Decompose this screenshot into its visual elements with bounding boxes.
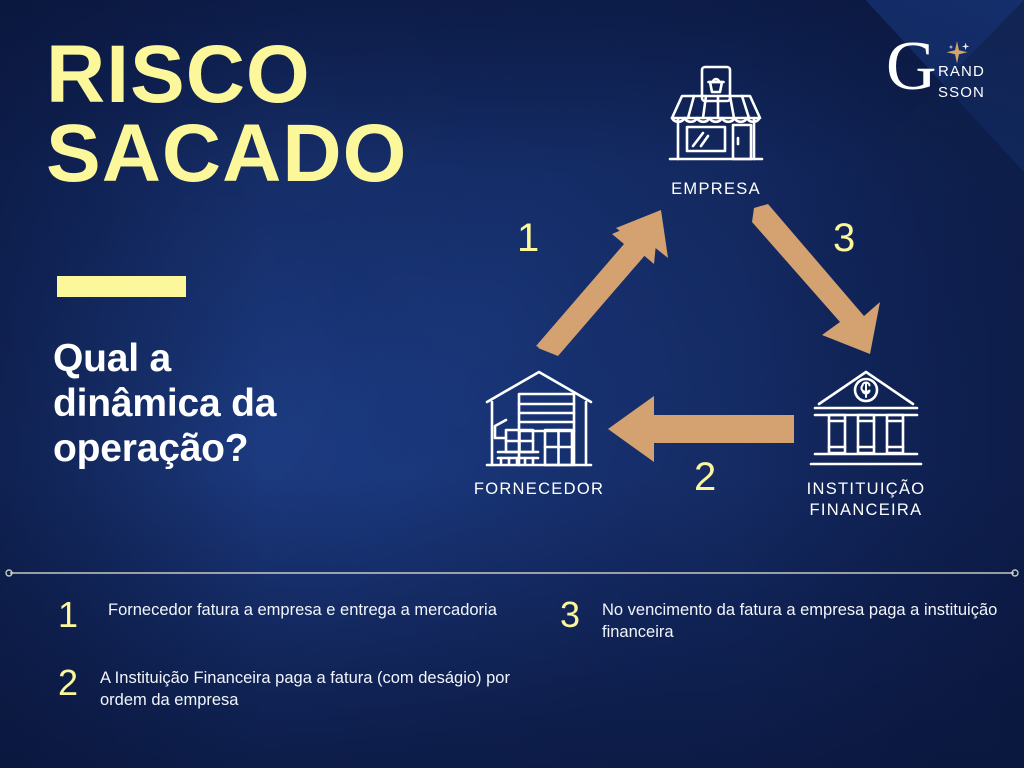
legend-item-3: 3 No vencimento da fatura a empresa paga… xyxy=(560,597,1000,644)
brand-logo: G RAND SSON xyxy=(886,32,1016,116)
logo-wordmark-line2: SSON xyxy=(938,83,985,101)
legend-text-2: A Instituição Financeira paga a fatura (… xyxy=(100,669,510,709)
legend-number-1: 1 xyxy=(58,594,79,635)
legend-item-1: 1 Fornecedor fatura a empresa e entrega … xyxy=(58,597,528,633)
diagram-node-fornecedor: FORNECEDOR xyxy=(444,368,634,500)
bank-icon xyxy=(809,370,923,466)
legend-text-3: No vencimento da fatura a empresa paga a… xyxy=(602,601,998,641)
section-divider xyxy=(0,563,1024,583)
logo-letter-g: G xyxy=(886,28,937,105)
page-subtitle: Qual a dinâmica da operação? xyxy=(53,336,383,472)
page-title-line2: SACADO xyxy=(46,107,408,199)
title-underline-bar xyxy=(57,276,186,297)
diagram-step-number-3: 3 xyxy=(833,216,856,260)
legend-number-2: 2 xyxy=(58,662,79,703)
diagram-node-empresa-label: EMPRESA xyxy=(671,180,761,198)
diagram-node-banco-label-line1: INSTITUIÇÃO xyxy=(806,480,926,498)
logo-wordmark-line1: RAND xyxy=(938,63,985,80)
diagram-node-banco-label-line2: FINANCEIRA xyxy=(809,501,923,520)
divider-line-icon xyxy=(5,569,1019,577)
storefront-icon xyxy=(668,65,764,161)
diagram-node-instituicao-financeira: INSTITUIÇÃO FINANCEIRA xyxy=(776,368,956,521)
diagram-node-empresa: EMPRESA xyxy=(636,62,796,200)
legend-text-1: Fornecedor fatura a empresa e entrega a … xyxy=(108,601,497,619)
logo-wordmark: RAND SSON xyxy=(938,62,985,103)
diagram-node-instituicao-financeira-label: INSTITUIÇÃO FINANCEIRA xyxy=(776,479,956,521)
arrow-up-right-icon xyxy=(536,210,668,356)
diagram-node-fornecedor-label: FORNECEDOR xyxy=(473,480,605,498)
legend-number-3: 3 xyxy=(560,594,581,635)
page-title: RISCO SACADO xyxy=(46,29,516,199)
page-subtitle-line2: dinâmica da xyxy=(53,382,277,426)
diagram-step-number-2: 2 xyxy=(694,455,717,499)
arrow-down-right-icon xyxy=(752,204,880,354)
page-subtitle-line1: Qual a xyxy=(53,337,172,380)
sparkle-star-icon xyxy=(946,41,970,64)
warehouse-icon xyxy=(485,370,593,467)
arrow-left-icon xyxy=(608,396,794,462)
page-title-line1: RISCO xyxy=(46,29,311,120)
diagram-step-number-1: 1 xyxy=(517,216,540,260)
page-subtitle-line3: operação? xyxy=(53,427,249,471)
legend-item-2: 2 A Instituição Financeira paga a fatura… xyxy=(58,665,528,712)
